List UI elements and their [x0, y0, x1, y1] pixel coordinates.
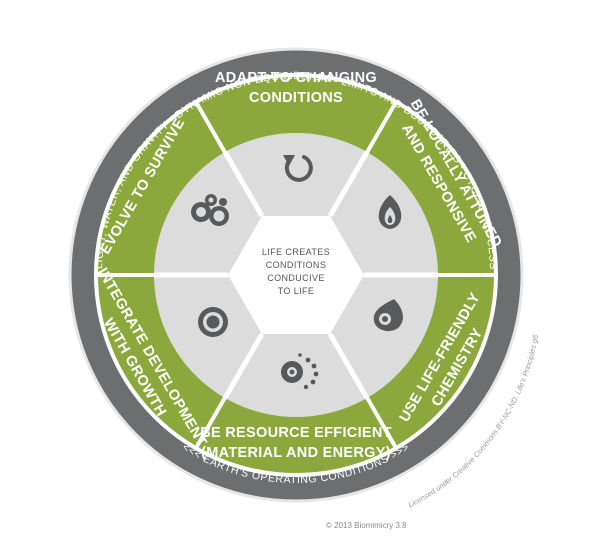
- flame-leaf-icon: [378, 195, 402, 229]
- cycle-arrow-icon: [283, 155, 313, 182]
- copyright-text: © 2013 Biomimicry 3.8: [326, 521, 407, 530]
- center-hexagon: [228, 216, 364, 334]
- icon-dividers: [154, 150, 438, 400]
- principle-top-line-1: ADAPT TO CHANGING: [215, 70, 377, 86]
- center-line-2: CONDITIONS: [266, 260, 327, 270]
- center-line-4: TO LIFE: [278, 286, 315, 296]
- drop-icon: [373, 299, 403, 332]
- principle-bottom-line-2: (MATERIAL AND ENERGY): [201, 445, 391, 461]
- concentric-circle-icon: [198, 307, 228, 337]
- bubbles-icon: [191, 194, 229, 226]
- center-label: LIFE CREATES CONDITIONS CONDUCIVE TO LIF…: [262, 247, 330, 296]
- center-line-1: LIFE CREATES: [262, 247, 330, 257]
- dots-spiral-icon: [281, 353, 319, 390]
- principle-top-line-2: CONDITIONS: [249, 90, 343, 106]
- principle-bottom-line-1: BE RESOURCE EFFICIENT: [200, 425, 392, 441]
- center-line-3: CONDUCIVE: [267, 273, 325, 283]
